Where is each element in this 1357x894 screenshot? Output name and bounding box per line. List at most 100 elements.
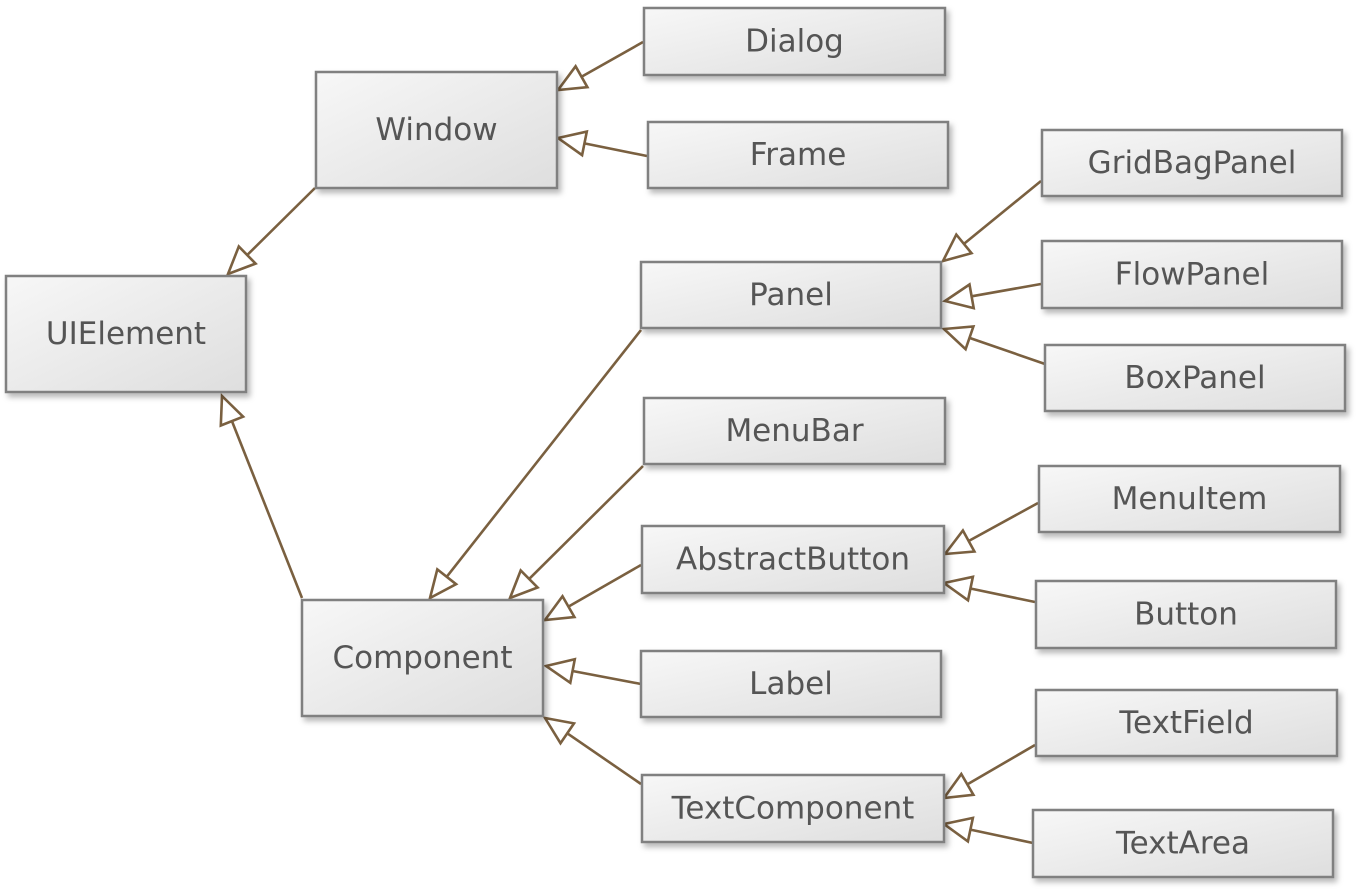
edge-line xyxy=(970,828,1034,845)
class-node-menubar: MenuBar xyxy=(642,396,947,466)
class-box xyxy=(642,6,947,77)
class-name-label: Component xyxy=(333,640,513,676)
edge-boxpanel-to-panel xyxy=(940,325,1046,366)
class-box xyxy=(646,120,950,190)
class-node-menuitem: MenuItem xyxy=(1037,464,1342,534)
class-node-boxpanel: BoxPanel xyxy=(1043,343,1347,413)
edge-line xyxy=(969,336,1046,366)
class-box xyxy=(4,274,248,394)
class-name-label: Button xyxy=(1134,597,1238,633)
class-node-panel: Panel xyxy=(639,260,943,330)
edge-line xyxy=(963,179,1042,245)
inheritance-arrowhead xyxy=(940,325,976,352)
edge-textarea-to-textcomponent xyxy=(940,816,1034,845)
class-box xyxy=(1043,343,1347,413)
class-name-label: GridBagPanel xyxy=(1088,145,1297,181)
class-box xyxy=(300,598,545,718)
inheritance-arrowhead xyxy=(940,816,975,844)
class-name-label: AbstractButton xyxy=(676,542,910,578)
class-node-flowpanel: FlowPanel xyxy=(1040,239,1344,310)
class-name-label: BoxPanel xyxy=(1124,360,1265,396)
class-name-label: Label xyxy=(749,666,833,702)
class-name-label: TextField xyxy=(1118,705,1253,741)
class-name-label: Frame xyxy=(750,137,847,173)
edge-button-to-abstractbutton xyxy=(940,575,1036,604)
class-name-label: Panel xyxy=(749,277,833,313)
inheritance-arrowhead xyxy=(428,567,459,601)
class-box xyxy=(640,773,946,844)
class-node-textarea: TextArea xyxy=(1031,808,1335,879)
edge-line xyxy=(566,732,642,786)
edge-label-to-component xyxy=(542,657,642,686)
class-box xyxy=(639,649,943,719)
class-box xyxy=(1040,239,1344,310)
edge-menubar-to-component xyxy=(507,465,644,601)
edge-component-to-uielement xyxy=(219,393,304,599)
class-box xyxy=(1034,688,1339,758)
class-name-label: MenuItem xyxy=(1112,481,1268,517)
class-box xyxy=(1037,464,1342,534)
inheritance-arrowhead xyxy=(542,716,577,746)
class-box xyxy=(642,396,947,466)
class-box xyxy=(639,260,943,330)
class-node-gridbagpanel: GridBagPanel xyxy=(1040,128,1344,198)
class-node-frame: Frame xyxy=(646,120,950,190)
inheritance-arrowhead xyxy=(941,771,976,800)
class-box xyxy=(314,70,559,190)
edge-line xyxy=(584,142,648,158)
edge-line xyxy=(572,669,642,686)
inheritance-arrowhead xyxy=(507,568,540,601)
inheritance-arrowhead xyxy=(940,575,975,603)
edge-line xyxy=(230,420,304,599)
edge-textfield-to-textcomponent xyxy=(941,743,1036,800)
class-box xyxy=(640,524,946,595)
inheritance-arrowhead xyxy=(542,657,577,686)
edge-line xyxy=(971,282,1042,298)
edge-line xyxy=(528,465,644,580)
edge-abstractbutton-to-component xyxy=(542,563,642,622)
edge-line xyxy=(966,743,1036,786)
class-name-label: UIElement xyxy=(46,316,206,352)
class-name-label: TextComponent xyxy=(671,791,915,827)
inheritance-arrowhead xyxy=(940,232,974,264)
class-name-label: Dialog xyxy=(745,24,844,60)
class-node-label: Label xyxy=(639,649,943,719)
class-node-button: Button xyxy=(1034,579,1338,650)
class-node-abstractbutton: AbstractButton xyxy=(640,524,946,595)
edge-menuitem-to-abstractbutton xyxy=(942,501,1039,556)
class-box xyxy=(1034,579,1338,650)
class-node-textfield: TextField xyxy=(1034,688,1339,758)
inheritance-arrowhead xyxy=(225,244,258,277)
class-box xyxy=(1031,808,1335,879)
edge-line xyxy=(968,501,1039,543)
edge-panel-to-component xyxy=(428,329,643,601)
edge-gridbagpanel-to-panel xyxy=(940,179,1042,264)
inheritance-arrowhead xyxy=(542,593,577,622)
class-name-label: FlowPanel xyxy=(1115,257,1269,293)
edge-dialog-to-window xyxy=(555,40,644,92)
class-name-label: MenuBar xyxy=(725,413,863,449)
inheritance-arrowhead xyxy=(554,129,589,158)
edge-line xyxy=(445,329,643,578)
edge-line xyxy=(246,187,316,256)
inheritance-arrowhead xyxy=(555,63,590,92)
class-node-component: Component xyxy=(300,598,545,718)
edge-window-to-uielement xyxy=(225,187,316,277)
class-node-textcomponent: TextComponent xyxy=(640,773,946,844)
edge-line xyxy=(580,40,644,78)
class-name-label: TextArea xyxy=(1115,826,1250,862)
edge-textcomponent-to-component xyxy=(542,716,642,786)
class-box xyxy=(1040,128,1344,198)
inheritance-arrowhead xyxy=(941,282,976,310)
class-node-window: Window xyxy=(314,70,559,190)
edge-frame-to-window xyxy=(554,129,648,158)
edge-line xyxy=(970,587,1036,604)
class-node-dialog: Dialog xyxy=(642,6,947,77)
edge-flowpanel-to-panel xyxy=(941,282,1042,310)
inheritance-arrowhead xyxy=(942,528,977,556)
inheritance-arrowhead xyxy=(219,393,246,428)
class-node-uielement: UIElement xyxy=(4,274,248,394)
edge-line xyxy=(567,563,642,608)
